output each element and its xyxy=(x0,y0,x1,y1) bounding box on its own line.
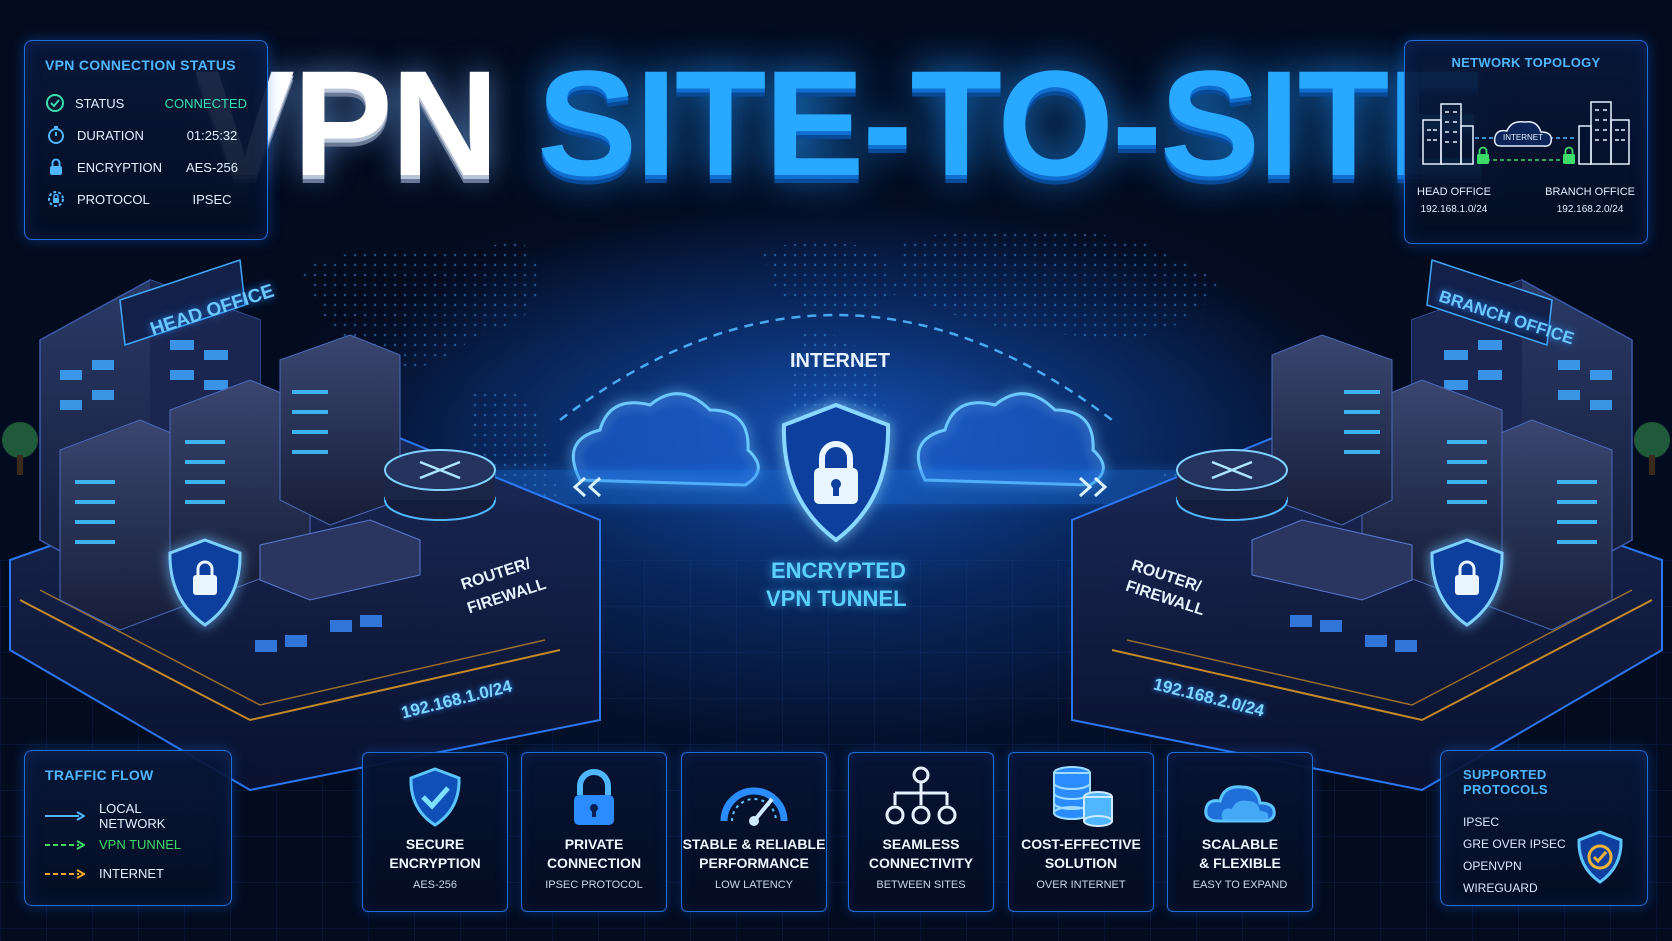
protocol-label: PROTOCOL xyxy=(77,191,150,207)
feature-title-line2: CONNECTIVITY xyxy=(868,855,974,871)
feature-subtitle: IPSEC PROTOCOL xyxy=(545,879,643,891)
feature-card-scalable: SCALABLE & FLEXIBLE EASY TO EXPAND xyxy=(1167,752,1313,912)
topology-head-office-name: HEAD OFFICE xyxy=(1417,186,1491,198)
feature-card-stable-performance: STABLE & RELIABLE PERFORMANCE LOW LATENC… xyxy=(681,752,827,912)
status-value: CONNECTED xyxy=(164,95,247,111)
legend-local-network: LOCAL NETWORK xyxy=(45,800,211,831)
feature-subtitle: AES-256 xyxy=(412,879,458,891)
speedometer-icon xyxy=(682,753,826,835)
feature-title-line1: SECURE xyxy=(405,836,465,852)
network-tree-icon xyxy=(849,753,993,835)
tunnel-chevrons xyxy=(572,476,1108,498)
left-router-icon xyxy=(384,449,496,521)
feature-card-private-connection: PRIVATE CONNECTION IPSEC PROTOCOL xyxy=(521,752,667,912)
supported-protocols-panel: SUPPORTED PROTOCOLS IPSEC GRE OVER IPSEC… xyxy=(1440,750,1648,906)
status-panel-title: VPN CONNECTION STATUS xyxy=(45,57,236,73)
stopwatch-icon xyxy=(45,124,67,146)
feature-title-line2: & FLEXIBLE xyxy=(1199,855,1281,871)
topology-diagram: INTERNET xyxy=(1422,101,1630,165)
solid-arrow-icon xyxy=(45,810,85,821)
lock-icon xyxy=(45,156,67,178)
left-lock-icon xyxy=(1477,146,1489,164)
coin-stack-icon xyxy=(1009,753,1153,835)
title-word-site-to-site: SITE-TO-SITE xyxy=(537,38,1487,207)
feature-card-secure-encryption: SECURE ENCRYPTION AES-256 xyxy=(362,752,508,912)
right-lock-icon xyxy=(1563,146,1575,164)
vpn-connection-status-panel: VPN CONNECTION STATUS STATUS CONNECTED D… xyxy=(24,40,268,240)
status-label: STATUS xyxy=(75,95,125,111)
left-site xyxy=(2,258,601,792)
encryption-label: ENCRYPTION xyxy=(77,159,162,175)
legend-internet: INTERNET xyxy=(45,859,211,888)
duration-row: DURATION 01:25:32 xyxy=(45,119,247,151)
right-site xyxy=(1071,258,1670,792)
feature-card-cost-effective: COST-EFFECTIVE SOLUTION OVER INTERNET xyxy=(1008,752,1154,912)
traffic-flow-panel: TRAFFIC FLOW LOCAL NETWORK VPN TUNNEL IN… xyxy=(24,750,232,906)
legend-vpn-tunnel-label: VPN TUNNEL xyxy=(99,837,182,852)
protocol-item: GRE OVER IPSEC xyxy=(1463,837,1566,851)
protocols-panel-title: SUPPORTED PROTOCOLS xyxy=(1463,767,1548,797)
encryption-value: AES-256 xyxy=(185,159,239,175)
feature-title-line1: COST-EFFECTIVE xyxy=(1021,836,1141,852)
feature-title-line1: PRIVATE xyxy=(564,836,624,852)
gear-lock-icon xyxy=(45,188,67,210)
check-circle-icon xyxy=(45,92,65,114)
dashed-orange-arrow-icon xyxy=(45,868,85,879)
legend-vpn-tunnel: VPN TUNNEL xyxy=(45,830,211,859)
feature-title-line2: CONNECTION xyxy=(546,855,642,871)
legend-local-network-label: LOCAL NETWORK xyxy=(98,800,166,831)
feature-title-line2: SOLUTION xyxy=(1044,855,1118,871)
feature-title-line1: SCALABLE xyxy=(1201,836,1279,852)
shield-check-icon xyxy=(363,753,507,835)
left-server-racks xyxy=(59,334,401,631)
right-router-icon xyxy=(1176,449,1288,521)
feature-title-line1: STABLE & RELIABLE xyxy=(682,836,826,852)
right-server-racks xyxy=(1271,334,1613,631)
topology-head-office-subnet: 192.168.1.0/24 xyxy=(1420,204,1488,215)
shield-badge-icon xyxy=(1575,829,1625,889)
feature-title-line2: PERFORMANCE xyxy=(699,855,809,871)
feature-subtitle: BETWEEN SITES xyxy=(876,879,966,891)
network-topology-panel: NETWORK TOPOLOGY INTERNET HEAD OFFICE 19… xyxy=(1404,40,1648,244)
internet-cloud-icon xyxy=(1493,120,1553,147)
protocol-item: WIREGUARD xyxy=(1463,881,1538,895)
topology-branch-office-subnet: 192.168.2.0/24 xyxy=(1556,204,1624,215)
feature-subtitle: EASY TO EXPAND xyxy=(1192,879,1288,891)
head-office-building-icon xyxy=(1422,103,1474,165)
feature-subtitle: LOW LATENCY xyxy=(714,879,794,891)
topology-branch-office-name: BRANCH OFFICE xyxy=(1545,186,1635,198)
traffic-panel-title: TRAFFIC FLOW xyxy=(45,767,154,783)
tunnel-label-line1: ENCRYPTED xyxy=(771,558,906,583)
feature-title-line1: SEAMLESS xyxy=(882,836,960,852)
duration-value: 01:25:32 xyxy=(186,127,238,143)
right-shield-icon xyxy=(1430,538,1504,627)
dashed-green-arrow-icon xyxy=(45,839,85,850)
protocol-item: OPENVPN xyxy=(1463,859,1522,873)
topology-cloud-label: INTERNET xyxy=(1503,133,1543,142)
protocol-value: IPSEC xyxy=(192,191,232,207)
status-row: STATUS CONNECTED xyxy=(45,87,247,119)
protocol-item: IPSEC xyxy=(1463,815,1500,829)
legend-internet-label: INTERNET xyxy=(99,866,164,881)
feature-subtitle: OVER INTERNET xyxy=(1036,879,1126,891)
duration-label: DURATION xyxy=(77,127,144,143)
tunnel-label-line2: VPN TUNNEL xyxy=(766,586,907,611)
padlock-icon xyxy=(522,753,666,835)
right-cloud xyxy=(916,392,1105,487)
branch-office-building-icon xyxy=(1578,101,1630,165)
left-shield-icon xyxy=(168,538,242,627)
page-title: VPN SITE-TO-SITE xyxy=(195,28,1488,218)
encryption-row: ENCRYPTION AES-256 xyxy=(45,151,247,183)
central-shield-icon xyxy=(781,402,891,543)
left-cloud xyxy=(571,392,760,487)
internet-label: INTERNET xyxy=(790,350,890,372)
protocol-row: PROTOCOL IPSEC xyxy=(45,183,247,215)
cloud-icon xyxy=(1168,753,1312,835)
feature-card-seamless-connectivity: SEAMLESS CONNECTIVITY BETWEEN SITES xyxy=(848,752,994,912)
feature-title-line2: ENCRYPTION xyxy=(389,855,481,871)
topology-panel-title: NETWORK TOPOLOGY xyxy=(1451,55,1601,70)
